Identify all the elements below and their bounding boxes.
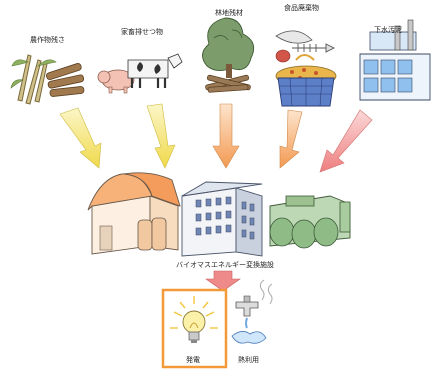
conversion-facility-icon — [87, 172, 351, 257]
arrow-to-power — [205, 270, 241, 292]
sewage-sludge-icon — [359, 19, 431, 101]
food-waste-icon — [275, 30, 337, 107]
power-highlight-frame — [161, 288, 228, 369]
source-label-livestock: 家畜排せつ物 — [121, 28, 163, 36]
output-label-power: 発電 — [186, 356, 200, 364]
arrow-sewage — [319, 109, 373, 173]
output-label-heat: 熱利用 — [238, 356, 259, 364]
arrow-forest — [212, 103, 240, 169]
source-label-food: 食品廃棄物 — [284, 4, 319, 12]
livestock-icon — [97, 53, 183, 94]
forest-residue-icon — [202, 17, 255, 93]
source-label-crop: 農作物残さ — [30, 36, 65, 44]
arrow-food — [279, 109, 303, 169]
source-label-sewage: 下水汚泥 — [374, 26, 402, 34]
facility-label: バイオマスエネルギー変換施設 — [176, 261, 274, 269]
hot-water-icon — [231, 279, 273, 344]
crop-residue-icon — [10, 54, 85, 105]
source-label-forest: 林地残材 — [215, 9, 243, 17]
arrow-crop — [59, 107, 102, 169]
arrow-livestock — [146, 103, 176, 169]
light-bulb-icon — [170, 296, 218, 343]
